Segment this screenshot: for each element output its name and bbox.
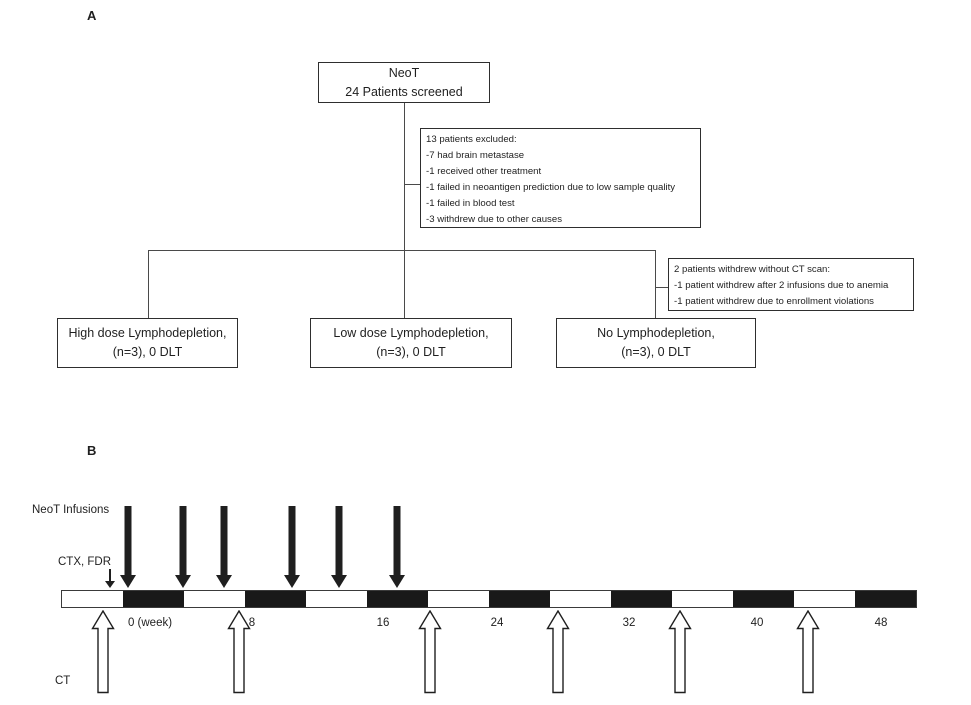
connector-line: [404, 250, 405, 318]
flowchart-box-no-lympho: No Lymphodepletion, (n=3), 0 DLT: [556, 318, 756, 368]
neot-infusion-arrow-icon: [120, 506, 136, 593]
week-tick-label: 24: [490, 617, 504, 629]
timeline-segment-black: [611, 591, 672, 607]
flowchart-box-screened: NeoT 24 Patients screened: [318, 62, 490, 103]
box-line: -1 failed in blood test: [426, 198, 515, 209]
box-line: (n=3), 0 DLT: [621, 345, 691, 359]
panel-b-label: B: [87, 443, 97, 458]
flowchart-box-high-dose: High dose Lymphodepletion, (n=3), 0 DLT: [57, 318, 238, 368]
timeline-segment-black: [855, 591, 916, 607]
ctx-fdr-arrow-icon: [105, 569, 115, 593]
connector-line: [404, 184, 420, 185]
box-line: -7 had brain metastase: [426, 150, 525, 161]
neot-infusion-arrow-icon: [175, 506, 191, 593]
ct-scan-arrow-icon: [418, 609, 442, 699]
ct-scan-arrow-icon: [546, 609, 570, 699]
box-line: High dose Lymphodepletion,: [68, 326, 227, 340]
box-line: -1 received other treatment: [426, 166, 542, 177]
box-line: 13 patients excluded:: [426, 134, 517, 145]
timeline-segment-black: [123, 591, 184, 607]
neot-infusion-arrow-icon: [284, 506, 300, 593]
week-tick-label: 40: [750, 617, 764, 629]
box-line: -3 withdrew due to other causes: [426, 214, 562, 225]
box-line: NeoT: [388, 65, 420, 80]
week-tick-label: 48: [874, 617, 888, 629]
study-timeline-bar: [61, 590, 917, 608]
ct-label: CT: [55, 675, 71, 687]
neot-infusions-label: NeoT Infusions: [32, 504, 110, 516]
neot-infusion-arrow-icon: [331, 506, 347, 593]
timeline-segment-black: [367, 591, 428, 607]
week-tick-label: 32: [622, 617, 636, 629]
timeline-segment-black: [489, 591, 550, 607]
timeline-segment-white: [306, 591, 367, 607]
box-line: (n=3), 0 DLT: [112, 345, 183, 359]
timeline-segment-white: [794, 591, 855, 607]
timeline-segment-black: [245, 591, 306, 607]
week-tick-label: 16: [376, 617, 390, 629]
flowchart-box-withdrew: 2 patients withdrew without CT scan: -1 p…: [668, 258, 914, 311]
ct-scan-arrow-icon: [91, 609, 115, 699]
timeline-segment-white: [62, 591, 123, 607]
week-tick-label: 0 (week): [127, 617, 173, 629]
flowchart-box-low-dose: Low dose Lymphodepletion, (n=3), 0 DLT: [310, 318, 512, 368]
box-line: 2 patients withdrew without CT scan:: [674, 264, 831, 275]
ct-scan-arrow-icon: [796, 609, 820, 699]
timeline-segment-white: [550, 591, 611, 607]
timeline-segment-black: [733, 591, 794, 607]
box-line: -1 patient withdrew due to enrollment vi…: [674, 296, 874, 307]
connector-line: [655, 287, 668, 288]
box-line: Low dose Lymphodepletion,: [333, 326, 489, 340]
connector-line: [655, 250, 656, 318]
box-line: No Lymphodepletion,: [597, 326, 715, 340]
ct-scan-arrow-icon: [668, 609, 692, 699]
ct-scan-arrow-icon: [227, 609, 251, 699]
connector-line: [148, 250, 149, 318]
flowchart-box-excluded: 13 patients excluded: -7 had brain metast…: [420, 128, 701, 228]
timeline-segment-white: [672, 591, 733, 607]
week-tick-label: 8: [248, 617, 256, 629]
neot-infusion-arrow-icon: [216, 506, 232, 593]
box-line: 24 Patients screened: [345, 84, 463, 99]
neot-infusion-arrow-icon: [389, 506, 405, 593]
timeline-segment-white: [184, 591, 245, 607]
timeline-segment-white: [428, 591, 489, 607]
box-line: -1 failed in neoantigen prediction due t…: [426, 182, 676, 193]
connector-line: [404, 103, 405, 250]
ctx-fdr-label: CTX, FDR: [58, 556, 112, 568]
panel-a-label: A: [87, 8, 97, 23]
connector-line: [148, 250, 656, 251]
box-line: -1 patient withdrew after 2 infusions du…: [674, 280, 889, 291]
box-line: (n=3), 0 DLT: [376, 345, 446, 359]
